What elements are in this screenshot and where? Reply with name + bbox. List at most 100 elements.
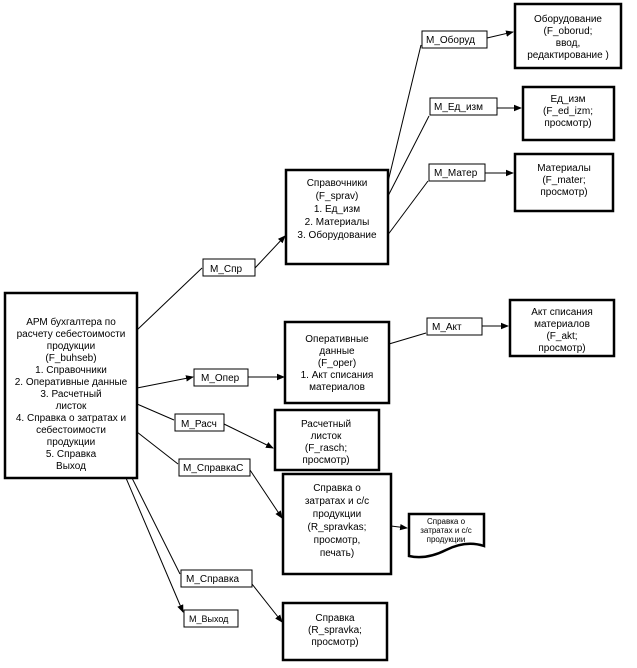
box-text-line: (R_spravka; — [308, 625, 362, 636]
box-text-line: Справка — [315, 613, 355, 624]
m-vyhod-label: M_Выход — [189, 614, 229, 624]
rasch-box — [273, 408, 381, 472]
connector-main-m-spr — [136, 267, 203, 331]
m-oborud-label: M_Оборуд — [426, 34, 475, 46]
box-text-line: 5. Справка — [46, 449, 97, 460]
box-text-line: Справочники — [307, 178, 368, 189]
connector-main-m-rasch — [136, 403, 175, 421]
m-spravkac-box — [178, 458, 251, 477]
box-text-line: Оперативные — [305, 334, 369, 345]
connector-m-oborud-oborud — [486, 30, 514, 39]
akt-box — [508, 298, 616, 358]
box-text-line: (F_sprav) — [316, 191, 359, 202]
box-text-line: Выход — [56, 461, 86, 472]
box-text-line: ввод, — [556, 38, 580, 49]
box-text-line: данные — [319, 346, 355, 357]
box-text-line: материалов — [309, 382, 365, 393]
box-text-line: 1. Справочники — [35, 365, 107, 376]
box-text-line: Справка о — [427, 517, 466, 526]
box-text-line: (F_buhseb) — [45, 353, 96, 364]
connector-main-m-spravka — [131, 477, 181, 575]
mater-box — [513, 152, 615, 213]
box-text-line: (R_spravkas; — [308, 522, 367, 533]
connector-main-m-oper — [136, 375, 194, 389]
sprav-text: Справочники (F_sprav) 1. Ед_изм 2. Материал… — [297, 178, 377, 241]
spravkas-box — [281, 472, 393, 576]
spravka-box — [281, 601, 389, 662]
m-spravka-box — [180, 569, 253, 588]
box-text-line: АРМ бухгалтера по — [26, 316, 116, 328]
box-text-line: Оборудование — [534, 13, 602, 25]
oper-box — [283, 320, 391, 405]
connector-m-rasch-rasch — [223, 423, 274, 449]
box-text-line: 2. Оперативные данные — [15, 377, 128, 388]
connector-main-m-vyhod — [125, 477, 184, 613]
sprav-box — [284, 168, 390, 266]
box-text-line: листок — [56, 401, 87, 412]
ed-izm-text: Ед_изм(F_ed_izm;просмотр) — [543, 94, 593, 129]
box-text-line: продукции — [313, 509, 361, 520]
box-text-line: 3. Расчетный — [40, 389, 101, 400]
box-text-line: продукции — [47, 437, 95, 448]
box-text-line: материалов — [534, 319, 590, 330]
m-spr-label: M_Спр — [210, 264, 243, 275]
box-text-line: расчету себестоимости — [17, 328, 126, 340]
box-text-line: (F_rasch; — [305, 443, 347, 454]
box-text-line: просмотр, — [314, 535, 361, 546]
m-ed-izm-box — [429, 97, 498, 116]
box-text-line: (F_mater; — [542, 175, 585, 186]
box-text-line: просмотр) — [302, 455, 349, 466]
m-akt-label: M_Акт — [432, 322, 462, 333]
oborud-box — [513, 2, 623, 70]
m-rasch-label: M_Расч — [181, 419, 217, 430]
box-text-line: Материалы — [537, 163, 591, 174]
m-vyhod-box — [183, 609, 239, 628]
box-text-line: продукции — [427, 535, 466, 544]
box-text-line: редактирование ) — [527, 50, 609, 61]
box-text-line: затратах и с/с — [305, 496, 369, 507]
connector-m-spravkac-spravkas — [249, 469, 283, 519]
box-text-line: 3. Оборудование — [297, 229, 377, 241]
box-text-line: затратах и с/с — [420, 526, 472, 535]
spravka-text: Справка(R_spravka;просмотр) — [308, 613, 362, 648]
connector-sprav-m-ed-izm — [386, 115, 430, 199]
box-text-line: (F_akt; — [546, 331, 577, 342]
m-mater-box — [428, 163, 486, 182]
box-text-line: (F_oborud; — [544, 26, 593, 37]
m-spravka-label: M_Справка — [186, 574, 240, 585]
m-oborud-box — [421, 30, 488, 49]
report-document-shape — [407, 512, 486, 559]
box-text-line: Расчетный — [301, 419, 351, 430]
spravkas-text: Справка о затратах и с/с продукции (R_sprav… — [305, 483, 369, 559]
box-text-line: просмотр) — [544, 118, 591, 129]
box-text-line: (F_oper) — [318, 358, 356, 369]
box-text-line: 1. Ед_изм — [314, 204, 360, 215]
box-text-line: 4. Справка о затратах и — [16, 413, 126, 424]
box-text-line: просмотр) — [540, 187, 587, 198]
box-text-line: Акт списания — [531, 307, 593, 318]
m-akt-box — [426, 317, 483, 336]
m-mater-label: M_Матер — [434, 168, 478, 179]
box-text-line: печать) — [320, 548, 354, 559]
m-spravkac-label: M_СправкаС — [183, 463, 243, 474]
box-text-line: продукции — [47, 341, 95, 352]
box-text-line: просмотр) — [538, 343, 585, 354]
connector-main-m-spravkac — [136, 431, 179, 465]
box-text-line: (F_ed_izm; — [543, 106, 593, 117]
m-oper-label: M_Опер — [201, 373, 240, 384]
m-oper-box — [193, 368, 249, 387]
m-ed-izm-label: M_Ед_изм — [434, 102, 483, 113]
box-text-line: листок — [311, 431, 342, 442]
box-text-line: просмотр) — [311, 637, 358, 648]
box-text-line: себестоимости — [36, 424, 106, 436]
connectors — [125, 30, 522, 623]
box-text-line: 2. Материалы — [305, 217, 370, 228]
connector-sprav-m-oborud — [386, 44, 422, 187]
box-text-line: Справка о — [313, 483, 361, 494]
